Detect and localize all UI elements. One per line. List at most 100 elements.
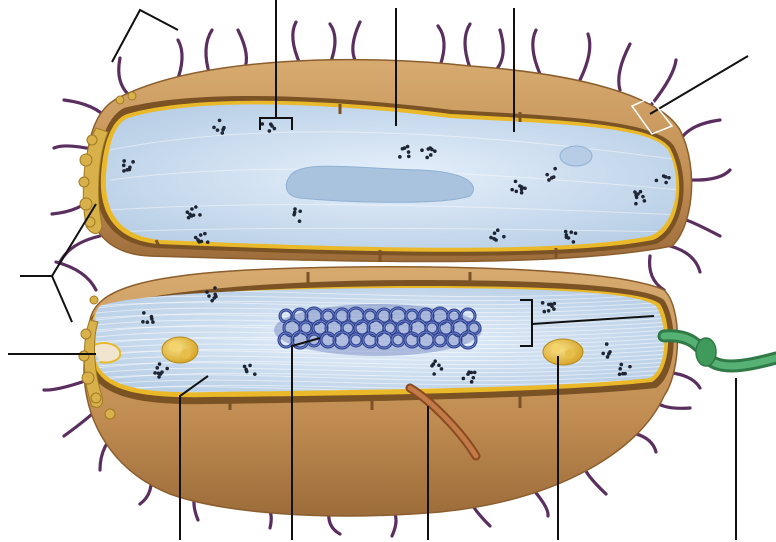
ribosome-dot [190,207,194,211]
pilus-strand [686,220,720,236]
ribosome-dot [569,230,573,234]
ribosome-dot [150,315,154,319]
ribosome-dot [634,202,638,206]
ribosome-dot [619,363,623,367]
ribosome-dot [206,240,210,244]
ribosome-dot [440,367,444,371]
ribosome-dot [260,122,264,126]
ribosome-dot [553,302,557,306]
ribosome-dot [662,174,666,178]
ribosome-dot [253,372,257,376]
pilus-strand [330,24,335,64]
ribosome-dot [628,365,632,369]
top-half-cell [85,60,691,262]
ribosome-dot [432,372,436,376]
ribosome-dot [212,126,216,130]
ribosome-dot [623,372,627,376]
ribosome-dot [553,167,557,171]
ribosome-dot [601,352,605,356]
pilus-strand [533,30,540,74]
ribosome-dot [496,228,500,232]
ribosome-dot [216,128,220,132]
ribosome-dot [493,231,497,235]
ribosome-dot [142,311,146,315]
pilus-strand [60,236,100,262]
ribosome-dot [547,303,551,307]
ribosome-dot [268,129,272,133]
ribosome-dot [514,180,518,184]
ribosome-dot [514,190,518,194]
ribosome-dot [564,230,568,234]
ribosome-dot [407,150,411,154]
ribosome-dot [470,380,474,384]
ribosome-dot [545,173,549,177]
ribosome-dot [430,364,434,368]
ribosome-dot [187,216,191,220]
ribosome-dot [618,367,622,371]
pilus-strand [496,30,503,70]
ribosome-dot [198,213,202,217]
ribosome-dot [248,364,252,368]
ribosome-dot [574,231,578,235]
ribosome-dot [608,350,612,354]
pilus-strand [670,246,700,272]
ribosome-dot [433,359,437,363]
ribosome-dot [425,156,429,160]
ribosome-dot [203,232,207,236]
ribosome-dot [158,362,162,366]
ribosome-dot [128,165,132,169]
pilus-strand [465,24,470,68]
plasmid-icon [543,339,583,365]
ribosome-dot [520,191,524,195]
ribosome-dot [407,155,411,159]
ribosome-dot [502,235,506,239]
ribosome-dot [542,310,546,314]
ribosome-dot [194,236,198,240]
ribosome-dot [141,320,145,324]
plasmid-icon [162,337,198,363]
ribosome-dot [298,219,302,223]
ribosome-dot [518,184,522,188]
pilus-strand [44,380,88,390]
ribosome-dot [473,371,477,375]
ribosome-dot [269,122,273,126]
ribosome-dot [165,367,169,371]
ribosome-dot [618,372,622,376]
ribosome-dot [186,210,190,214]
ribosome-dot [635,196,639,200]
ribosome-dot [605,342,609,346]
pilus-strand [238,30,246,70]
ribosome-dot [222,126,226,130]
pilus-strand [438,26,444,66]
ribosome-dot [157,375,161,379]
ribosome-dot [606,355,610,359]
ribosome-dot [664,181,668,185]
ribosome-dot [489,236,493,240]
ribosome-dot [298,209,302,213]
ribosome-dot [429,153,433,157]
ribosome-dot [207,294,211,298]
ribosome-dot [462,377,466,381]
ribosome-dot [437,363,441,367]
ribosome-dot [218,119,222,123]
ribosome-dot [122,169,126,173]
ribosome-dot [199,233,203,237]
ribosome-dot [131,160,135,164]
ribosome-dot [510,188,514,192]
ribosome-dot [210,299,214,303]
ribosome-dot [667,176,671,180]
ribosome-dot [273,127,277,131]
ribosome-dot [401,147,405,151]
pilus-strand [206,30,212,76]
ribosome-dot [547,178,551,182]
ribosome-dot [151,320,155,324]
ribosome-dot [639,190,643,194]
ribosome-dot [541,301,545,305]
ribosome-dot [641,195,645,199]
nucleoid-icon [274,304,482,356]
ribosome-dot [293,207,297,211]
ribosome-dot [122,164,126,168]
ribosome-dot [192,213,196,217]
ribosome-dot [155,366,159,370]
